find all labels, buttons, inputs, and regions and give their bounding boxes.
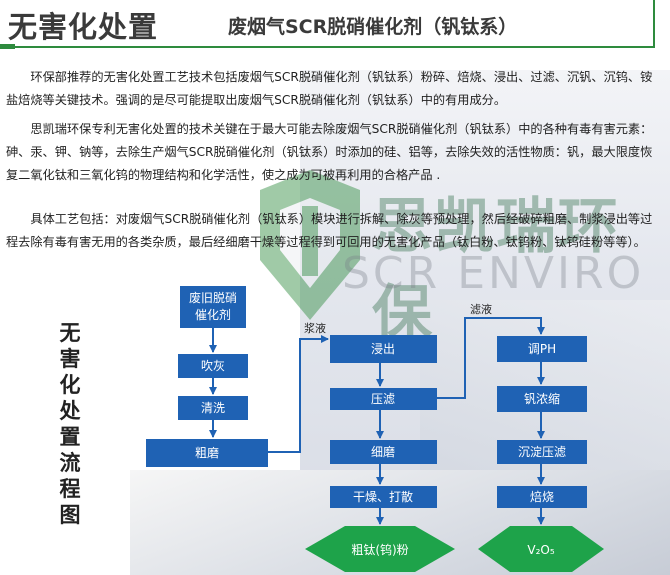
flow-node-label: 废旧脱硝 [189,290,237,305]
flow-node-label: 干燥、打散 [353,489,413,504]
page-title: 无害化处置 [8,10,159,44]
flow-node-label: 调PH [528,342,556,356]
flow-node-label: 浸出 [371,342,395,356]
flow-node-label: 焙烧 [530,489,554,504]
flow-node-label: 粗磨 [195,446,219,460]
flow-node-label: 吹灰 [201,359,225,373]
flow-node-wash: 清洗 [178,396,248,420]
flow-node-label: 压滤 [371,392,395,406]
connector [268,335,329,453]
edge-label-slurry: 浆液 [304,321,326,335]
flow-node-label: 沉淀压滤 [518,445,566,459]
flow-node-label: 催化剂 [195,307,231,322]
flow-node-roast: 焙烧 [497,486,587,508]
edge-label-filtrate: 滤液 [470,302,492,316]
flow-node-dry-disperse: 干燥、打散 [330,486,437,508]
flow-output-label: 粗钛(钨)粉 [351,542,408,557]
title-rule-end [653,0,655,48]
flow-node-coarse-grind: 粗磨 [146,439,268,467]
flow-node-adjust-ph: 调PH [497,336,587,362]
flow-node-blow-ash: 吹灰 [178,354,248,378]
flow-output-v2o5: V₂O₅ [478,526,604,572]
flow-node-precipitate-filter: 沉淀压滤 [497,440,587,464]
flow-output-label: V₂O₅ [527,543,554,557]
watermark-company: 思凯瑞环保 [372,192,620,349]
flow-node-fine-grind: 细磨 [330,440,437,464]
watermark-logo-icon [260,170,360,320]
flow-node-vanadium-concentrate: 钒浓缩 [497,386,587,412]
flowchart-title: 无害化处置流程图 [59,321,81,527]
process-paragraph: 具体工艺包括：对废烟气SCR脱硝催化剂（钒钛系）模块进行拆解、除灰等预处理，然后… [6,212,653,249]
page-subtitle: 废烟气SCR脱硝催化剂（钒钛系） [228,16,518,38]
flow-node-label: 细磨 [371,445,395,459]
flow-output-titanium-powder: 粗钛(钨)粉 [305,526,455,572]
title-rule-accent [0,44,15,49]
watermark-text: SCR ENVIRO [342,248,645,299]
connector [437,317,545,399]
title-rule [15,46,655,48]
flow-node-press-filter: 压滤 [330,388,437,410]
technology-paragraph: 思凯瑞环保专利无害化处置的技术关键在于最大可能去除废烟气SCR脱硝催化剂（钒钛系… [6,122,653,182]
intro-paragraph: 环保部推荐的无害化处置工艺技术包括废烟气SCR脱硝催化剂（钒钛系）粉碎、焙烧、浸… [6,70,653,107]
flow-node-start: 废旧脱硝 催化剂 [180,286,246,328]
flow-node-label: 钒浓缩 [524,391,560,406]
flow-node-leach: 浸出 [330,335,437,363]
flow-node-label: 清洗 [201,401,225,415]
